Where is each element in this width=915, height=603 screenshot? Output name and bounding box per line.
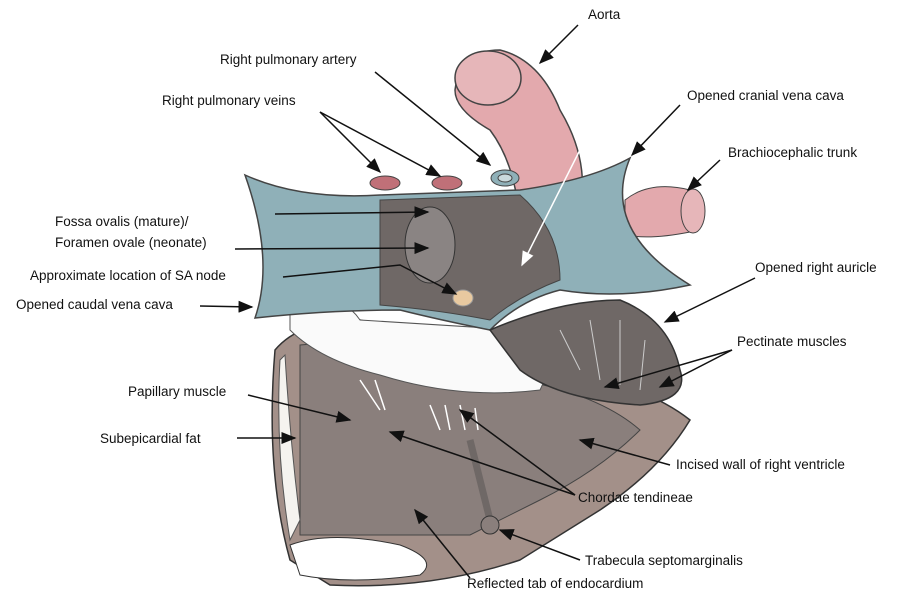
leader-arrows — [199, 24, 756, 579]
sa-node — [452, 289, 474, 307]
label-fossa-ovalis: Fossa ovalis (mature)/ — [55, 214, 189, 229]
chordae-lines — [359, 379, 479, 431]
label-incised-wall: Incised wall of right ventricle — [676, 457, 845, 472]
label-brachiocephalic-trunk: Brachiocephalic trunk — [728, 145, 858, 160]
label-foramen-ovale: Foramen ovale (neonate) — [55, 235, 207, 250]
trabecula — [466, 439, 494, 521]
label-pectinate-muscles: Pectinate muscles — [737, 334, 847, 349]
label-right-pulmonary-veins: Right pulmonary veins — [162, 93, 296, 108]
label-opened-cranial-vena-cava: Opened cranial vena cava — [687, 88, 844, 103]
label-trabecula-septomarginalis: Trabecula septomarginalis — [585, 553, 743, 568]
label-reflected-tab: Reflected tab of endocardium — [467, 576, 644, 591]
pectinate-lines — [559, 319, 646, 391]
reflected-tab — [289, 537, 428, 581]
label-opened-caudal-vena-cava: Opened caudal vena cava — [16, 297, 173, 312]
label-papillary-muscle: Papillary muscle — [128, 384, 227, 399]
label-subepicardial-fat: Subepicardial fat — [100, 431, 201, 446]
label-opened-right-auricle: Opened right auricle — [755, 260, 877, 275]
label-sa-node: Approximate location of SA node — [30, 268, 226, 283]
fossa-ovalis — [404, 206, 456, 284]
label-aorta: Aorta — [588, 7, 621, 22]
label-chordae-tendineae: Chordae tendineae — [578, 490, 693, 505]
label-right-pulmonary-artery: Right pulmonary artery — [220, 52, 357, 67]
subepicardial-fat — [278, 353, 301, 542]
